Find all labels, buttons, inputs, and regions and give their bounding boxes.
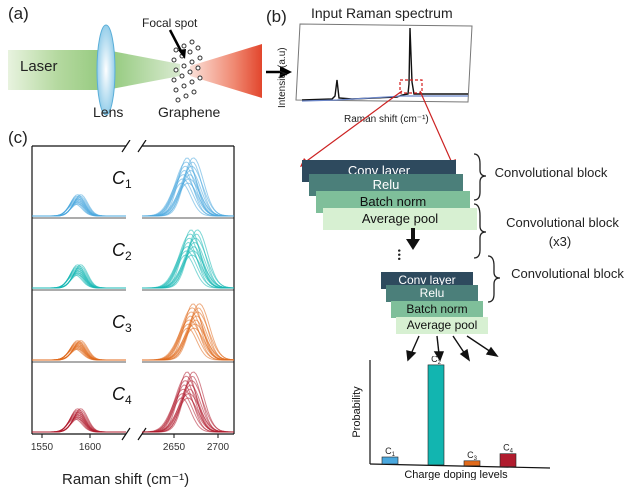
spectra-xtick-2: 1600 xyxy=(79,442,102,453)
prob-bar-2 xyxy=(427,364,445,466)
spectra-row-4 xyxy=(32,371,235,433)
focal-spot-label: Focal spot xyxy=(142,16,198,30)
spectrum-xlabel: Raman shift (cm⁻¹) xyxy=(344,114,429,125)
spectra-xlabel: Raman shift (cm⁻¹) xyxy=(62,471,190,488)
average-pool-layer-1: Average pool xyxy=(323,208,477,230)
spectra-xtick-1: 1550 xyxy=(31,442,54,453)
prob-bar-1 xyxy=(381,456,399,465)
relu-layer-1: Relu xyxy=(309,174,463,196)
conv-block-label-1: Convolutional block xyxy=(494,165,608,180)
laser-beam xyxy=(8,50,106,90)
average-pool-layer-2: Average pool xyxy=(396,317,488,334)
lens-shape xyxy=(96,24,116,116)
prob-xlabel: Charge doping levels xyxy=(404,469,508,480)
prob-bar-label-1: C1 xyxy=(385,446,396,458)
ellipsis-dots: ••• xyxy=(394,249,404,262)
conv-layer-2: Conv layer xyxy=(381,272,473,289)
class-label-4: C4 xyxy=(112,384,132,407)
scattered-beam xyxy=(190,44,262,98)
panel-label-a: (a) xyxy=(8,4,29,23)
spectra-row-3 xyxy=(32,303,235,361)
down-arrow xyxy=(406,228,420,250)
panel-label-b: (b) xyxy=(266,7,287,26)
conv-block-label-2: Convolutional block xyxy=(506,215,619,230)
spectra-xtick-3: 2650 xyxy=(163,442,186,453)
optical-setup-diagram xyxy=(8,24,280,116)
batch-norm-layer-2: Batch norm xyxy=(391,301,483,318)
class-label-1: C1 xyxy=(112,168,132,191)
spectra-xtick-4: 2700 xyxy=(207,442,230,453)
graphene-label: Graphene xyxy=(158,104,221,120)
class-label-3: C3 xyxy=(112,312,132,335)
input-spectrum-plot xyxy=(295,23,473,103)
prob-bar-4 xyxy=(499,453,517,467)
relu-layer-2: Relu xyxy=(386,285,478,302)
block-braces xyxy=(473,153,487,259)
lens-label: Lens xyxy=(93,104,124,120)
focused-beam xyxy=(106,50,180,90)
spectrum-ylabel: Intensity (a.u) xyxy=(277,47,288,108)
spectra-row-1 xyxy=(32,157,235,217)
block-brace-3 xyxy=(487,255,501,303)
prob-bar-label-4: C4 xyxy=(503,443,514,455)
spectrum-baseline xyxy=(301,95,468,102)
prob-ylabel: Probability xyxy=(351,386,363,438)
spectrum-title: Input Raman spectrum xyxy=(311,5,453,21)
spectra-row-2 xyxy=(32,229,235,289)
conv-block-repeat: (x3) xyxy=(548,234,572,249)
prob-bar-label-3: C3 xyxy=(467,450,478,462)
output-arrows xyxy=(406,335,499,362)
panel-label-c: (c) xyxy=(8,128,28,147)
prob-x-axis xyxy=(369,463,551,469)
prob-bar-3 xyxy=(463,460,481,467)
prob-bar-label-2: C2 xyxy=(431,356,442,366)
class-label-2: C2 xyxy=(112,240,132,263)
batch-norm-layer-1: Batch norm xyxy=(316,191,470,213)
selection-box xyxy=(399,79,423,94)
spectrum-line xyxy=(301,27,468,101)
laser-label: Laser xyxy=(20,58,58,75)
arrow-head xyxy=(280,66,292,78)
conv-block-label-3: Convolutional block xyxy=(511,266,624,281)
graphene-lattice xyxy=(171,39,203,103)
spectrum-frame xyxy=(295,23,473,103)
